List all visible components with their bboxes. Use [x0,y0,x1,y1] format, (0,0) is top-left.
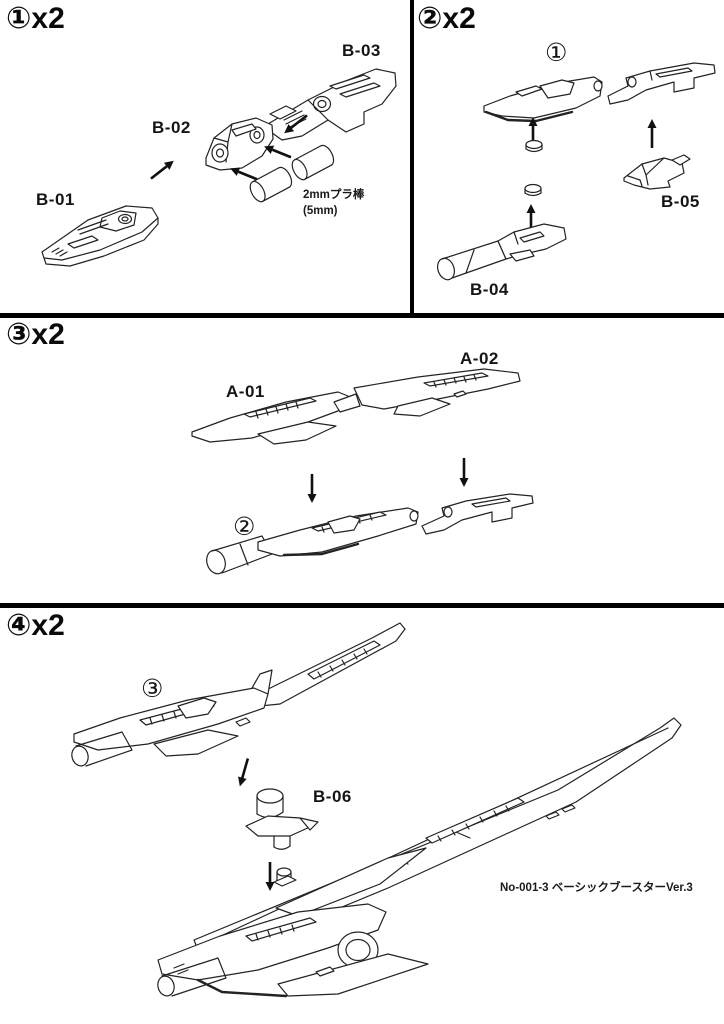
panel-divider-horizontal-1 [0,313,724,318]
arrow-down-icon [307,474,317,503]
panel-divider-vertical [410,0,414,318]
final-assembly-drawing [157,717,682,998]
step-3-label: ③x2 [6,318,65,351]
rod-size-note: 2mmプラ棒 (5mm) [303,189,365,217]
arrow-down-icon [459,458,469,487]
part-b04-drawing [436,223,567,281]
spacer-disc-drawing [524,183,542,197]
step-4-label: ④x2 [6,609,65,642]
part-label-b04: B-04 [470,280,509,299]
step-2-label: ②x2 [417,2,476,35]
subassembly-3-drawing [71,622,406,767]
part-b01-drawing [41,205,159,267]
part-label-a02: A-02 [460,349,499,368]
product-name-label: No-001-3 ベーシックブースターVer.3 [500,882,693,894]
arrow-down-icon [238,758,250,787]
subassembly-2-drawing [206,493,534,575]
callout-3: ③ [141,675,164,703]
part-label-b01: B-01 [36,190,75,209]
callout-2: ② [233,513,256,541]
arrow-up-right-icon [150,160,174,180]
parts-a01-a02-drawing [191,368,521,445]
part-label-b05: B-05 [661,192,700,211]
part-label-b03: B-03 [342,41,381,60]
part-b02-drawing [205,117,274,171]
step-1-label: ①x2 [6,2,65,35]
part-b03-drawing [267,68,397,141]
arrow-down-icon [265,862,275,891]
arrow-up-left-icon [230,167,258,181]
part-b05-drawing [623,154,691,190]
arrow-up-left-icon [264,145,292,159]
arrow-up-icon [647,119,657,148]
part-label-b06: B-06 [313,787,352,806]
panel-divider-horizontal-2 [0,603,724,608]
part-label-a01: A-01 [226,382,265,401]
arrow-down-left-icon [284,114,308,134]
callout-1: ① [545,39,568,67]
spacer-disc-drawing [525,139,543,153]
part-b06-drawing [245,788,319,850]
subassembly-1-drawing [483,62,716,123]
plastic-rod-drawing [291,144,335,181]
plastic-rod-drawing [249,166,293,203]
part-label-b02: B-02 [152,118,191,137]
